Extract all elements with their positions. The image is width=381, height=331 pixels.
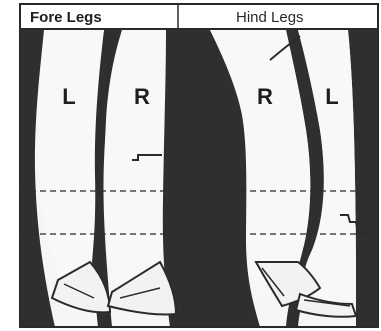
fore-left-label: L — [62, 84, 75, 109]
hind-right-label: R — [257, 84, 273, 109]
hind-left-label: L — [325, 84, 338, 109]
fore-legs-title: Fore Legs — [30, 9, 102, 26]
fore-right-label: R — [134, 84, 150, 109]
hind-legs-title: Hind Legs — [236, 9, 304, 26]
fore-right-leg — [105, 30, 167, 300]
